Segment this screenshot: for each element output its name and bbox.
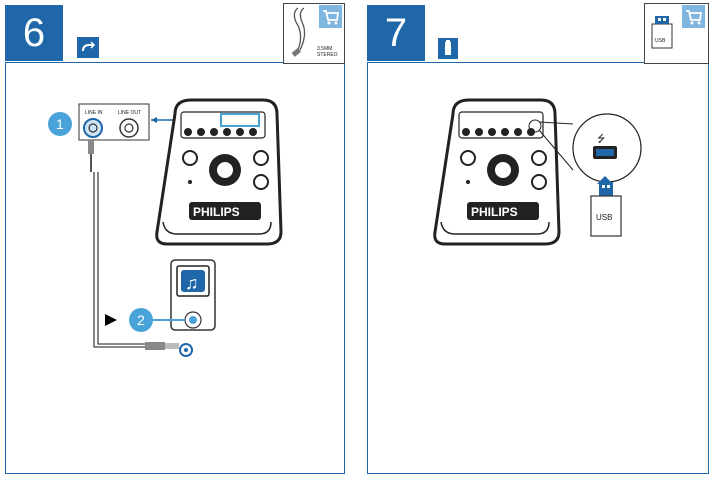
usb-drive [590,195,622,237]
callout-1-circle [48,112,72,136]
usb-box-label: USB [655,38,666,44]
step-7-illustration: PHILIPS ⭍ USB [433,98,642,246]
play-arrow-icon [105,314,117,326]
step-6-number: 6 [5,5,63,61]
usb-drive-icon [651,16,673,49]
cart-icon [319,5,342,28]
cable-label-line1: 3.5MM [317,46,333,52]
step-6-illustration: LINE IN LINE OUT 1 PHILIPS ♫ 2 [48,98,283,357]
cart-icon [682,5,705,28]
step-6-panel [5,62,345,474]
line-out-jack [119,118,139,138]
cable-icon [291,7,306,57]
callout-1: 1 [56,116,64,132]
speaker-brand-7: PHILIPS [471,205,518,219]
usb-accessory-box: USB [644,3,709,64]
jack-line-out-label: LINE OUT [118,110,141,116]
music-note-icon [181,270,205,292]
cable-accessory-box: 3.5MM STEREO [283,3,345,64]
callout-2: 2 [137,312,145,328]
speaker-brand-6: PHILIPS [193,205,240,219]
jack-line-in-label: LINE IN [85,110,103,116]
usb-symbol-icon: ⭍ [597,133,605,145]
cable-plug-icon [82,41,96,52]
step-6-cable-symbol [77,37,99,58]
usb-stick-icon [438,38,458,59]
step-7-panel [367,62,709,474]
line-in-jack [83,118,103,138]
step-7-number: 7 [367,5,425,61]
usb-drive-label: USB [596,213,612,222]
svg-text:♫: ♫ [185,273,199,293]
callout-2-circle [129,308,153,332]
cable-plug [145,342,165,350]
cable-label-line2: STEREO [317,52,338,58]
